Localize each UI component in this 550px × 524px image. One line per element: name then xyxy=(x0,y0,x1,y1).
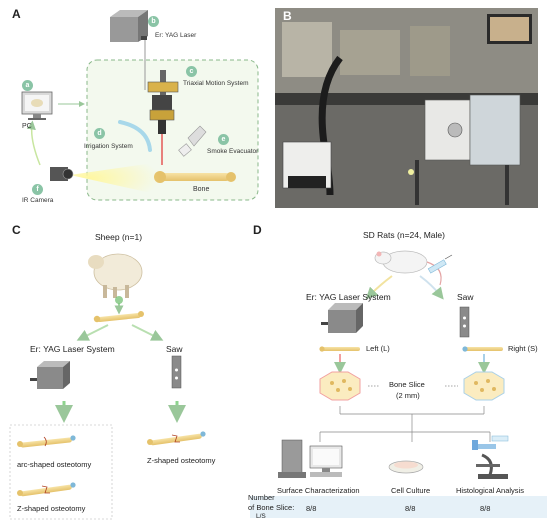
label-ir-camera: IR Camera xyxy=(22,197,54,204)
z-bone-icon-laser xyxy=(17,482,76,497)
analysis-surface: Surface Characterization xyxy=(277,486,360,495)
slice-size-label: (2 mm) xyxy=(396,391,420,400)
z-osteotomy-saw-label: Z-shaped osteotomy xyxy=(147,456,216,465)
sheep-bone-icon xyxy=(93,311,144,323)
count-surface: 8/8 xyxy=(306,504,317,513)
laser-box-icon-d xyxy=(321,303,363,333)
arc-bone-icon xyxy=(17,435,76,448)
laser-label-c: Er: YAG Laser System xyxy=(30,344,115,354)
left-bone-icon xyxy=(319,346,360,352)
slice-label: Bone Slice xyxy=(389,380,425,389)
analysis-histology: Histological Analysis xyxy=(456,486,524,495)
badge-a: a xyxy=(22,80,33,91)
panel-a-letter: A xyxy=(12,7,21,21)
right-bone-icon xyxy=(462,346,503,352)
panel-d-letter: D xyxy=(253,223,262,237)
laser-box-icon-c xyxy=(30,361,70,389)
left-slice-icon xyxy=(319,371,361,401)
sheep-icon xyxy=(88,253,143,298)
count-label-3: L/S xyxy=(256,513,266,520)
ir-beam xyxy=(70,162,160,195)
panel-b-photo xyxy=(275,8,538,208)
saw-icon-d xyxy=(459,306,470,338)
sheep-title: Sheep (n=1) xyxy=(95,232,143,242)
z-osteotomy-laser-label: Z-shaped osteotomy xyxy=(17,504,86,513)
label-laser: Er: YAG Laser xyxy=(155,32,197,39)
histology-microscope-icon xyxy=(472,435,509,479)
right-slice-icon xyxy=(463,371,505,401)
label-smoke: Smoke Evacuator xyxy=(207,148,259,155)
badge-b: b xyxy=(148,16,159,27)
badge-c: c xyxy=(186,66,197,77)
label-pc: PC xyxy=(22,123,32,130)
analysis-cell: Cell Culture xyxy=(391,486,431,495)
panel-b-letter: B xyxy=(283,9,292,23)
yag-laser-icon xyxy=(110,10,148,42)
saw-label-d: Saw xyxy=(457,292,474,302)
rat-icon xyxy=(374,250,442,286)
left-label: Left (L) xyxy=(366,344,390,353)
z-bone-icon-saw xyxy=(147,431,206,446)
panel-c-diagram xyxy=(9,253,206,520)
panel-a-diagram xyxy=(21,10,259,201)
petri-dish-icon xyxy=(388,460,424,474)
right-label: Right (S) xyxy=(508,344,538,353)
badge-d: d xyxy=(94,128,105,139)
count-band xyxy=(250,496,547,518)
badge-e: e xyxy=(218,134,229,145)
laser-label-d: Er: YAG Laser System xyxy=(306,292,391,302)
microscope-surface-icon xyxy=(278,439,343,478)
label-bone: Bone xyxy=(193,186,210,193)
rat-title: SD Rats (n=24, Male) xyxy=(363,230,445,240)
label-triaxial: Triaxial Motion System xyxy=(183,80,249,87)
saw-icon-c xyxy=(171,355,182,389)
smoke-evacuator-icon xyxy=(178,125,207,157)
panel-c-letter: C xyxy=(12,223,21,237)
badge-f: f xyxy=(32,184,43,195)
count-histology: 8/8 xyxy=(480,504,491,513)
triaxial-motion-icon xyxy=(147,70,179,165)
irrigation-tube-icon xyxy=(118,120,152,152)
count-cell: 8/8 xyxy=(405,504,416,513)
label-irrigation: Irrigation System xyxy=(84,143,133,150)
saw-label-c: Saw xyxy=(166,344,183,354)
syringe-icon xyxy=(427,254,453,274)
count-label-1: Number xyxy=(248,493,275,502)
pc-icon xyxy=(21,91,53,120)
ir-camera-icon xyxy=(50,167,74,181)
arc-osteotomy-label: arc-shaped osteotomy xyxy=(17,460,92,469)
panel-d-diagram xyxy=(250,250,547,518)
count-label-2: of Bone Slice: xyxy=(248,503,295,512)
